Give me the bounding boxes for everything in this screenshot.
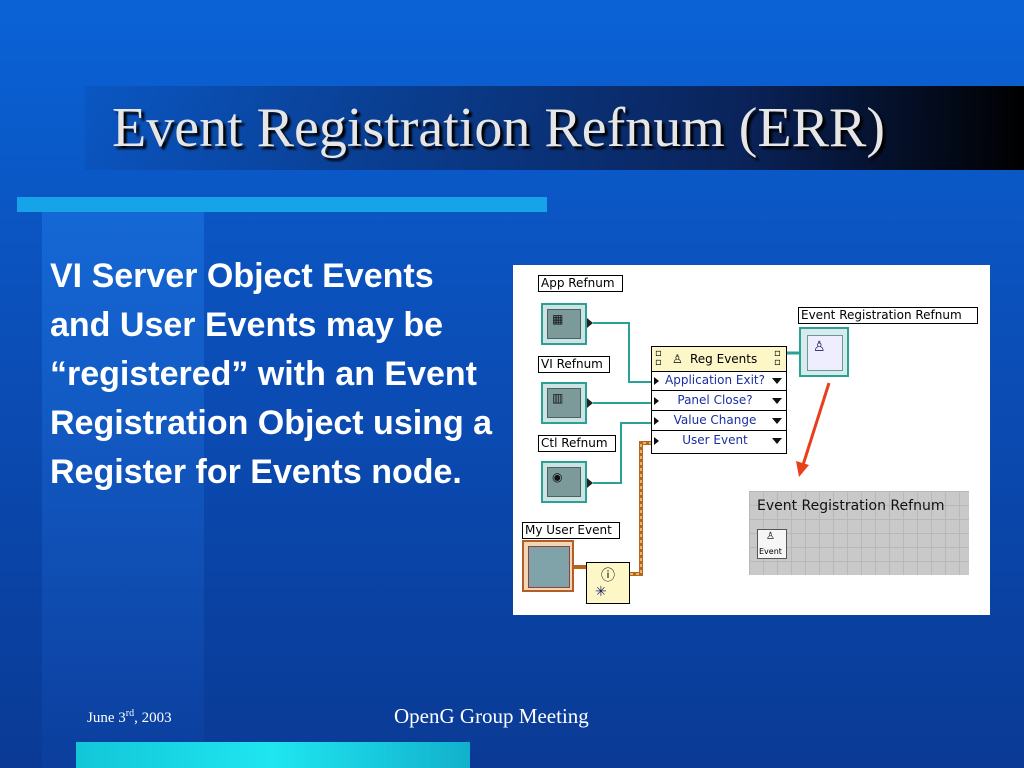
wire-app-refnum: [593, 322, 653, 383]
wire-user-event: [630, 441, 653, 576]
red-arrow-head: [796, 461, 809, 477]
block-diagram-image: App Refnum ▦ VI Refnum ▥ Ctl Refnum ◉ My…: [513, 265, 990, 615]
slide-body-text: VI Server Object Events and User Events …: [50, 257, 493, 491]
chevron-down-icon: [772, 438, 782, 444]
bottom-accent-bar: [76, 742, 470, 768]
reg-events-header: ▫▫ ♙ Reg Events ▫▫: [652, 347, 786, 372]
reg-row-user-event: User Event: [652, 431, 786, 451]
front-panel-err-title: Event Registration Refnum: [757, 498, 945, 514]
chevron-down-icon: [772, 418, 782, 424]
reg-header-right-icon: ▫▫: [774, 348, 781, 368]
vi-refnum-terminal: ▥: [541, 382, 587, 424]
label-vi-refnum: VI Refnum: [538, 356, 610, 373]
title-band: [85, 86, 1024, 170]
reg-row-value-change: Value Change: [652, 411, 786, 431]
err-output-terminal: ♙: [799, 327, 849, 377]
app-refnum-icon: ▦: [552, 312, 564, 326]
footer-date: June 3rd, 2003: [87, 708, 172, 726]
accent-bar: [17, 197, 547, 212]
app-refnum-terminal: ▦: [541, 303, 587, 345]
ctl-refnum-terminal: ◉: [541, 461, 587, 503]
ctl-refnum-icon: ◉: [552, 470, 563, 484]
event-refnum-icon: ♙ Event: [757, 529, 787, 559]
diagram-wires: [574, 322, 831, 576]
footer-center-text: OpenG Group Meeting: [394, 704, 589, 728]
register-for-events-node: ▫▫ ♙ Reg Events ▫▫ Application Exit? Pan…: [651, 346, 787, 454]
label-app-refnum: App Refnum: [538, 275, 623, 292]
err-person-icon: ♙: [813, 338, 826, 354]
reg-header-left-icon: ▫▫: [655, 348, 662, 368]
slide-title: Event Registration Refnum (ERR): [112, 97, 885, 159]
label-ctl-refnum: Ctl Refnum: [538, 435, 616, 452]
app-refnum-output-arrow: [587, 318, 593, 328]
front-panel-err-control: Event Registration Refnum ♙ Event: [749, 491, 969, 575]
reg-row-panel-close: Panel Close?: [652, 391, 786, 411]
chevron-down-icon: [772, 378, 782, 384]
my-user-event-constant: [522, 540, 574, 592]
wire-ctl-refnum: [593, 422, 653, 484]
reg-events-icon: ♙: [672, 352, 683, 366]
vi-refnum-output-arrow: [587, 398, 593, 408]
reg-events-title: Reg Events: [690, 352, 758, 366]
label-err-output: Event Registration Refnum: [798, 307, 978, 324]
red-arrow-line: [801, 382, 831, 466]
reg-row-application-exit: Application Exit?: [652, 371, 786, 391]
left-decor-strip: [42, 200, 204, 768]
user-event-star-icon: ✳: [595, 583, 607, 599]
label-my-user-event: My User Event: [522, 522, 620, 539]
user-event-node: ⓘ ✳: [586, 562, 630, 604]
chevron-down-icon: [772, 398, 782, 404]
ctl-refnum-output-arrow: [587, 478, 593, 488]
vi-refnum-icon: ▥: [552, 391, 564, 405]
user-event-info-icon: ⓘ: [601, 567, 615, 583]
